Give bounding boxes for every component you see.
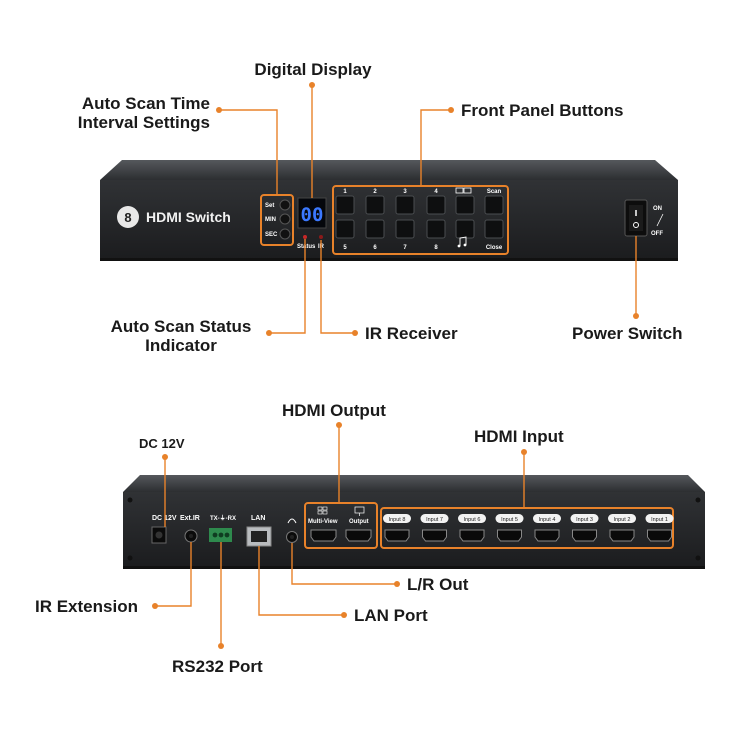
brand-text: HDMI Switch	[146, 209, 231, 225]
multiview-icon	[455, 187, 472, 194]
front-panel-device	[100, 160, 678, 261]
front-button-8[interactable]	[365, 219, 385, 239]
callout-auto-scan-status: Auto Scan Status Indicator	[110, 317, 252, 355]
front-button-label: Scan	[487, 189, 502, 195]
front-button-7[interactable]	[335, 219, 355, 239]
hdmi-input-port-3[interactable]	[572, 529, 597, 542]
switch-off-label: OFF	[651, 231, 663, 237]
hdmi-input-tag	[570, 514, 599, 523]
hdmi-input-label: Input 7	[426, 517, 443, 523]
hdmi-input-port-6[interactable]	[459, 529, 485, 542]
switch-on-label: ON	[653, 206, 662, 212]
front-button-1[interactable]	[335, 195, 355, 215]
hdmi-input-label: Input 8	[389, 517, 406, 523]
callout-lr-out: L/R Out	[407, 575, 469, 594]
hdmi-input-highlight	[380, 507, 674, 549]
front-button-label: 2	[373, 189, 377, 195]
display-digits: 00	[301, 204, 324, 226]
brand-logo-glyph: 8	[124, 210, 131, 225]
front-buttons-grid: 1 2 3 4 Scan 5 6 7 8 Close	[335, 189, 504, 251]
front-button-9[interactable]	[395, 219, 415, 239]
hdmi-input-tag	[645, 514, 674, 523]
hdmi-input-tag	[383, 514, 411, 523]
callout-auto-scan-time: Auto Scan Time Interval Settings	[77, 94, 210, 132]
sec-button[interactable]	[279, 228, 291, 240]
front-button-10[interactable]	[426, 219, 446, 239]
front-button-label: 7	[403, 245, 407, 251]
multiview-output-label: Multi-View	[308, 519, 338, 525]
front-button-3[interactable]	[395, 195, 415, 215]
hdmi-input-tag	[533, 514, 561, 523]
digital-display	[297, 197, 327, 229]
brand-logo: 8	[117, 206, 139, 228]
leader-dots	[152, 82, 639, 649]
hdmi-input-tag	[608, 514, 636, 523]
hdmi-input-label: Input 3	[576, 517, 593, 523]
status-led	[303, 235, 307, 239]
lan-label: LAN	[251, 515, 265, 522]
hdmi-input-port-2[interactable]	[609, 529, 635, 542]
callout-power-switch: Power Switch	[572, 324, 683, 343]
status-label: Status	[297, 244, 316, 250]
set-label: Set	[265, 203, 274, 209]
set-button[interactable]	[279, 199, 291, 211]
callout-lan-port: LAN Port	[354, 606, 428, 625]
hdmi-output-highlight	[304, 502, 378, 549]
front-button-label: 3	[403, 189, 407, 195]
callout-rs232-port: RS232 Port	[172, 657, 263, 676]
callout-hdmi-output: HDMI Output	[282, 401, 386, 420]
front-button-label: 8	[434, 245, 438, 251]
hdmi-input-label: Input 5	[501, 517, 518, 523]
front-button-4[interactable]	[426, 195, 446, 215]
ir-receiver-window	[319, 235, 323, 239]
front-button-6[interactable]	[484, 195, 504, 215]
hdmi-input-label: Input 2	[614, 517, 631, 523]
callout-ir-extension: IR Extension	[35, 597, 138, 616]
hdmi-input-label: Input 4	[539, 517, 556, 523]
min-label: MIN	[265, 217, 276, 223]
rear-panel-device	[123, 475, 705, 569]
ext-ir-label: Ext.IR	[180, 515, 200, 522]
front-button-5[interactable]	[455, 195, 475, 215]
callout-front-panel-buttons: Front Panel Buttons	[461, 101, 624, 120]
hdmi-input-port-7[interactable]	[422, 529, 447, 542]
front-button-label: Close	[486, 245, 503, 251]
hdmi-input-label: Input 6	[464, 517, 481, 523]
hdmi-input-port-4[interactable]	[534, 529, 560, 542]
hdmi-input-port-8[interactable]	[384, 529, 410, 542]
min-button[interactable]	[279, 213, 291, 225]
hdmi-input-port-5[interactable]	[497, 529, 522, 542]
front-button-12[interactable]	[484, 219, 504, 239]
hdmi-input-port-1[interactable]	[647, 529, 672, 542]
audio-icon	[457, 236, 467, 248]
front-button-label: 4	[434, 189, 438, 195]
headphone-icon	[287, 518, 297, 524]
front-button-label: 1	[343, 189, 347, 195]
sec-label: SEC	[265, 232, 278, 238]
callout-hdmi-input: HDMI Input	[474, 427, 564, 446]
callout-dc-12v: DC 12V	[139, 436, 185, 451]
front-button-11[interactable]	[455, 219, 475, 239]
front-button-label: 6	[373, 245, 377, 251]
callout-digital-display: Digital Display	[254, 60, 372, 79]
multiview-output-icon	[317, 506, 328, 515]
hdmi-input-tag	[420, 514, 449, 523]
hdmi-input-label: Input 1	[651, 517, 668, 523]
hdmi-input-group: Input 8 Input 7 Input 6 Input 5 Input 4 Input…	[383, 514, 674, 542]
front-button-label: 5	[343, 245, 347, 251]
callout-ir-receiver: IR Receiver	[365, 324, 458, 343]
output-label: Output	[349, 519, 369, 525]
front-button-2[interactable]	[365, 195, 385, 215]
hdmi-input-tag	[458, 514, 486, 523]
hdmi-multiview-port[interactable]	[310, 529, 337, 542]
hdmi-output-port[interactable]	[345, 529, 372, 542]
hdmi-input-tag	[495, 514, 524, 523]
monitor-output-icon	[354, 506, 365, 516]
leader-lines	[155, 85, 637, 646]
rs232-label: TX-⏚-RX	[210, 515, 236, 522]
